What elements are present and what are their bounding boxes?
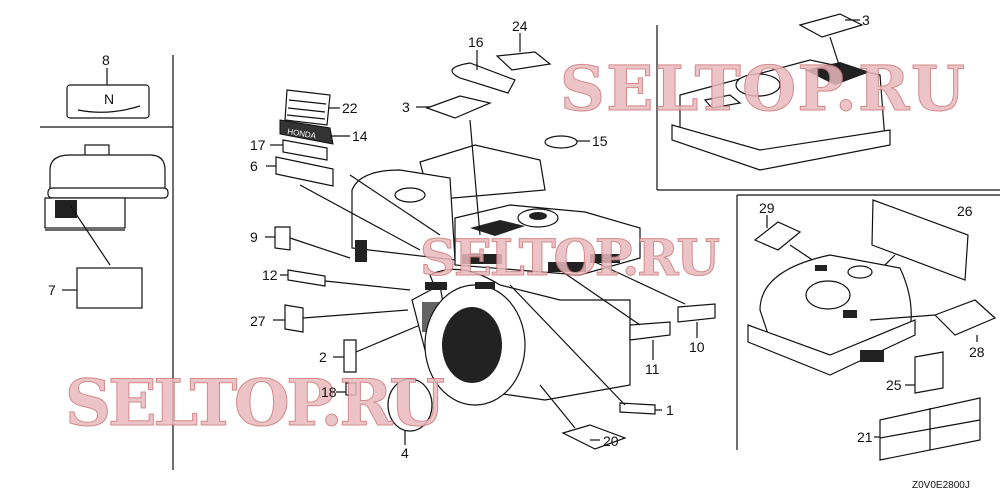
watermark-bottom: SELTOP.RU xyxy=(65,366,445,441)
part-12-decal[interactable] xyxy=(629,321,671,341)
callout-18[interactable]: 18 xyxy=(321,384,337,400)
part-3-top-decal[interactable] xyxy=(798,13,864,38)
part-16-decal[interactable] xyxy=(451,62,516,94)
diagram-code: Z0V0E2800J xyxy=(912,480,970,491)
part-9-decal[interactable] xyxy=(274,226,291,251)
callout-25[interactable]: 21 xyxy=(857,429,873,445)
callout-7[interactable]: 7 xyxy=(48,282,56,298)
callout-16[interactable]: 16 xyxy=(468,34,484,50)
callout-11[interactable]: 12 xyxy=(262,267,278,283)
part-20-decal[interactable] xyxy=(561,424,627,450)
part-15-cap-decal[interactable] xyxy=(544,135,578,149)
part-3-decal[interactable] xyxy=(425,95,492,119)
callout-28[interactable]: 27 xyxy=(250,313,266,329)
callout-labels: 8 7 22 14 17 6 16 24 3 15 9 12 27 2 18 4… xyxy=(48,12,985,461)
callout-21[interactable]: 24 xyxy=(512,18,528,34)
watermark-top: SELTOP.RU xyxy=(560,52,965,125)
part-17-decal[interactable] xyxy=(282,139,328,161)
part-2-decal[interactable] xyxy=(343,339,357,373)
callout-24[interactable]: 25 xyxy=(886,377,902,393)
part-27-decal[interactable] xyxy=(933,299,997,336)
callout-20[interactable]: 20 xyxy=(603,433,619,449)
bottom-right-fuel-tank xyxy=(747,254,916,376)
callout-27[interactable]: 28 xyxy=(969,344,985,360)
callout-14[interactable]: 14 xyxy=(352,128,368,144)
callout-29[interactable]: 29 xyxy=(759,200,775,216)
callout-6[interactable]: 6 xyxy=(250,158,258,174)
callout-12[interactable]: 11 xyxy=(645,361,660,377)
callout-8[interactable]: 8 xyxy=(102,52,110,68)
callout-4[interactable]: 4 xyxy=(401,445,409,461)
part-22-grille-emblem[interactable] xyxy=(284,89,340,126)
engine-assembly xyxy=(351,144,641,432)
callout-3[interactable]: 3 xyxy=(402,99,410,115)
callout-17[interactable]: 17 xyxy=(250,137,266,153)
part-8-rotation-label[interactable]: N xyxy=(66,68,150,119)
part-21-decal[interactable] xyxy=(495,51,552,71)
callout-1[interactable]: 1 xyxy=(666,402,674,418)
part-11-decal[interactable] xyxy=(287,269,326,287)
callout-10[interactable]: 10 xyxy=(689,339,705,355)
callout-3-top[interactable]: 3 xyxy=(862,12,870,28)
callout-2[interactable]: 2 xyxy=(319,349,327,365)
part-4-cover-decal[interactable] xyxy=(387,378,433,432)
part-10-decal[interactable] xyxy=(677,303,716,323)
part-18-decal[interactable] xyxy=(345,382,357,396)
part-7-label[interactable] xyxy=(62,267,143,309)
callout-9[interactable]: 9 xyxy=(250,229,258,245)
svg-text:N: N xyxy=(104,91,114,107)
callout-26[interactable]: 26 xyxy=(957,203,973,219)
frame-lines xyxy=(40,25,1000,470)
part-24-decal[interactable] xyxy=(914,351,944,394)
part-26-decal[interactable] xyxy=(871,199,969,281)
left-inset-fuel-tank xyxy=(44,144,169,266)
part-1-decal[interactable] xyxy=(619,402,656,415)
watermark-middle: SELTOP.RU xyxy=(420,228,720,287)
part-28-decal[interactable] xyxy=(284,304,304,333)
top-right-fuel-tank xyxy=(671,36,891,171)
part-6-decal[interactable] xyxy=(275,156,334,187)
callout-22[interactable]: 22 xyxy=(342,100,358,116)
part-29-decal[interactable] xyxy=(753,221,802,251)
callout-15[interactable]: 15 xyxy=(592,133,608,149)
